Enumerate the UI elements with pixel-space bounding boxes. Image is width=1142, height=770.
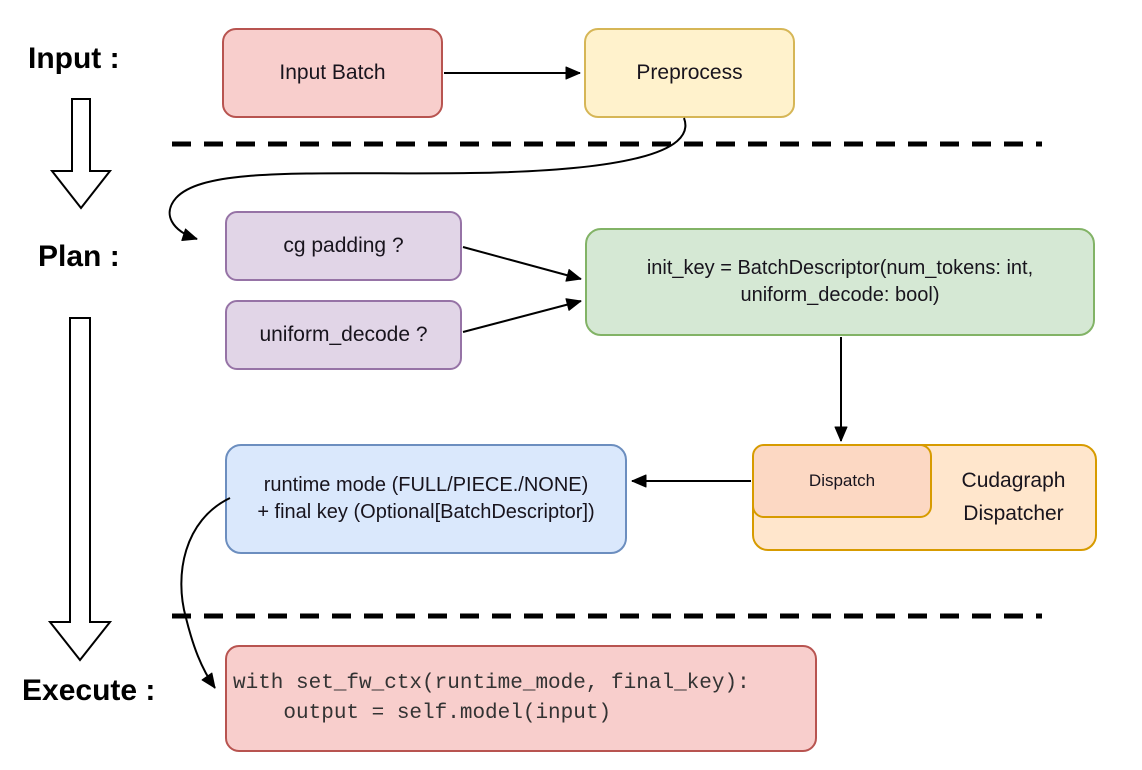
node-cg-padding: cg padding ?: [225, 211, 462, 281]
node-init-key-line2: uniform_decode: bool): [740, 284, 940, 306]
arrow-runtime-result-to-execute-code: [180, 497, 231, 689]
node-init-key: init_key = BatchDescriptor(num_tokens: i…: [585, 228, 1095, 336]
node-runtime-line2: + final key (Optional[BatchDescriptor]): [257, 501, 595, 523]
cudagraph-dispatcher-line2: Dispatcher: [963, 501, 1064, 525]
input-to-plan-arrow-icon: [49, 98, 113, 210]
node-runtime-result: runtime mode (FULL/PIECE./NONE) + final …: [225, 444, 627, 554]
node-preprocess-label: Preprocess: [636, 60, 743, 84]
arrow-cg-padding-to-init-key: [462, 246, 582, 282]
execute-code-line2: output = self.model(input): [233, 701, 612, 725]
node-input-batch-label: Input Batch: [279, 60, 386, 84]
node-dispatch-label: Dispatch: [808, 470, 876, 490]
node-execute-code: with set_fw_ctx(runtime_mode, final_key)…: [225, 645, 817, 752]
plan-to-execute-arrow-icon: [47, 317, 113, 662]
node-cg-padding-label: cg padding ?: [283, 233, 404, 257]
node-init-key-line1: init_key = BatchDescriptor(num_tokens: i…: [646, 257, 1034, 279]
node-cudagraph-dispatcher-label: Cudagraph Dispatcher: [932, 444, 1095, 551]
node-runtime-line1: runtime mode (FULL/PIECE./NONE): [263, 474, 589, 496]
stage-label-input: Input :: [28, 42, 120, 75]
stage-label-execute: Execute :: [22, 674, 156, 707]
node-input-batch: Input Batch: [222, 28, 443, 118]
node-preprocess: Preprocess: [584, 28, 795, 118]
cudagraph-dispatcher-line1: Cudagraph: [961, 468, 1066, 492]
execute-code-line1: with set_fw_ctx(runtime_mode, final_key)…: [233, 672, 750, 696]
stage-label-plan: Plan :: [38, 240, 120, 273]
node-uniform-decode-label: uniform_decode ?: [259, 322, 428, 346]
node-dispatch: Dispatch: [752, 444, 932, 518]
arrow-uniform-decode-to-init-key: [462, 298, 582, 333]
node-uniform-decode: uniform_decode ?: [225, 300, 462, 370]
